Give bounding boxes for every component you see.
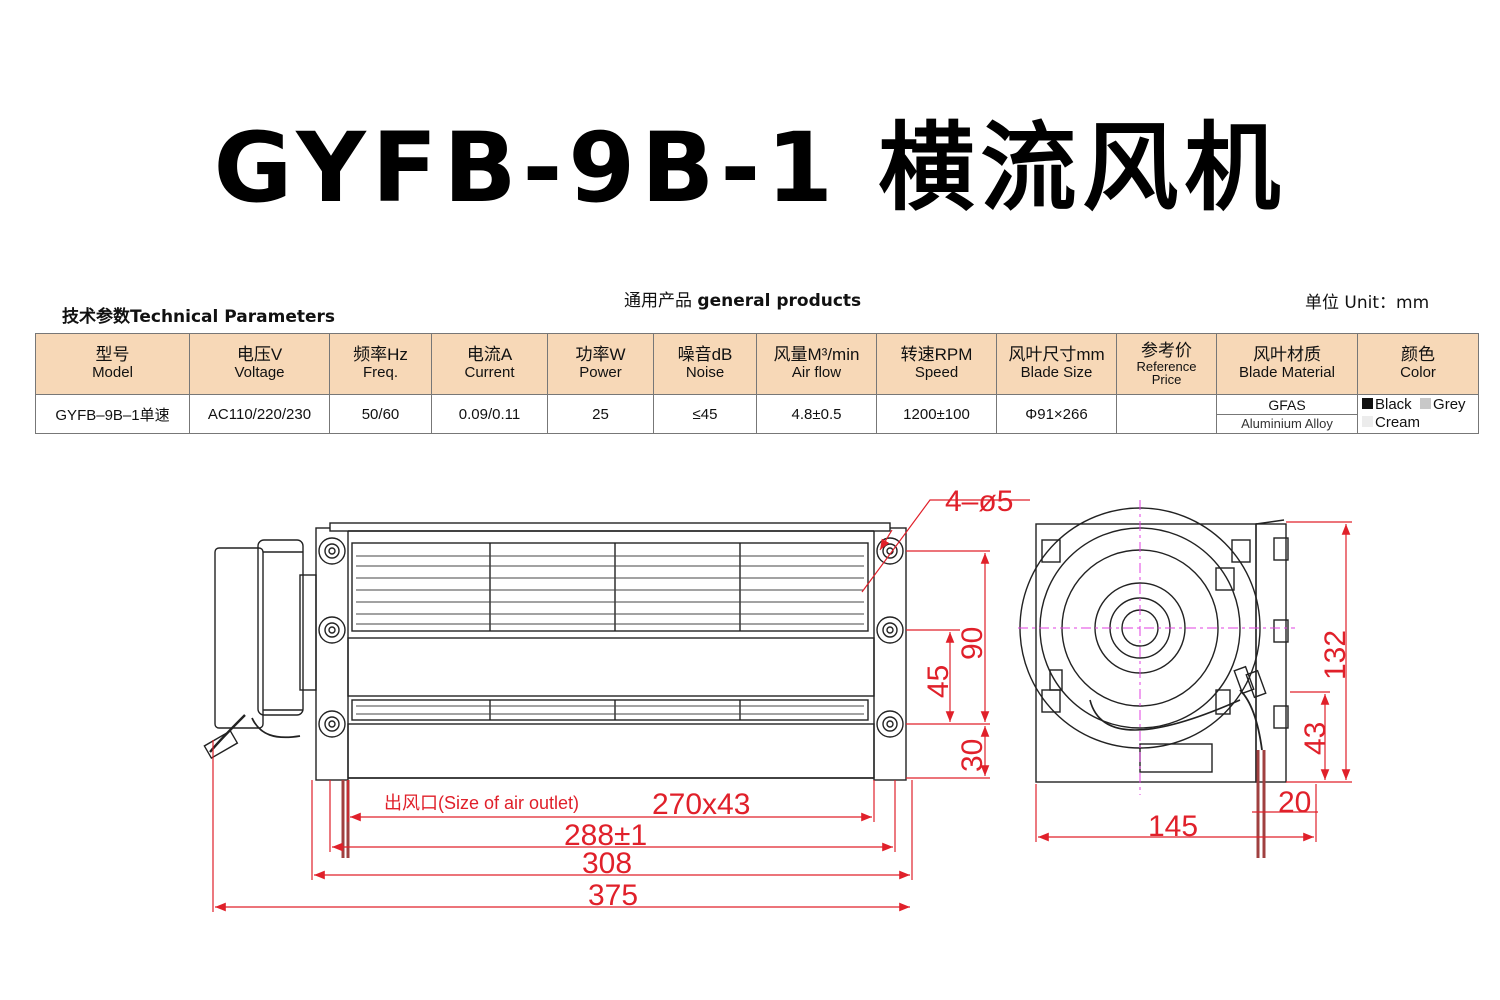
holes-label: 4–ø5 — [945, 485, 1013, 518]
dim-288-label: 288±1 — [564, 819, 647, 852]
page-title: GYFB-9B-1 横流风机 — [213, 112, 1287, 224]
cell-power: 25 — [547, 394, 654, 434]
mount-hole — [318, 537, 346, 565]
air-outlet-label: 出风口(Size of air outlet) — [384, 793, 579, 813]
dim-145-label: 145 — [1148, 810, 1198, 843]
mount-hole — [876, 616, 904, 644]
dim-308-label: 308 — [582, 847, 632, 880]
side-view — [1019, 507, 1289, 858]
dim-43-label: 43 — [1299, 722, 1332, 755]
color-grey: Grey — [1433, 396, 1466, 413]
front-view-grille-slats — [356, 555, 864, 715]
motor-box — [214, 547, 264, 729]
cell-current: 0.09/0.11 — [431, 394, 548, 434]
front-dimensions — [212, 499, 1030, 912]
dim-375-label: 375 — [588, 879, 638, 912]
right-side-plate — [873, 527, 907, 781]
material-gfas: GFAS — [1217, 396, 1357, 415]
table-row: GYFB–9B–1单速 AC110/220/230 50/60 0.09/0.1… — [35, 394, 1479, 434]
general-zh: 通用产品 — [624, 291, 692, 311]
cream-swatch — [1362, 416, 1373, 427]
cell-material: GFAS Aluminium Alloy — [1216, 394, 1358, 434]
mount-hole — [876, 710, 904, 738]
dim-132-label: 132 — [1319, 630, 1352, 680]
motor-cover — [257, 539, 304, 716]
technical-parameters-label: 技术参数Technical Parameters — [62, 307, 336, 327]
side-dimension-labels: 132 43 20 145 — [1148, 630, 1352, 843]
cell-noise: ≤45 — [653, 394, 757, 434]
black-swatch — [1362, 398, 1373, 409]
side-centerlines — [1018, 500, 1295, 795]
grey-swatch — [1420, 398, 1432, 409]
outlet-size-label: 270x43 — [652, 788, 750, 821]
cell-voltage: AC110/220/230 — [189, 394, 330, 434]
dim-20-label: 20 — [1278, 786, 1311, 819]
unit-label: 单位 Unit：mm — [1305, 293, 1430, 313]
side-plate — [1035, 523, 1257, 783]
cell-freq: 50/60 — [329, 394, 432, 434]
cell-color: Black Grey Cream — [1357, 394, 1479, 434]
front-dimension-labels: 4–ø5 出风口(Size of air outlet) 270x43 288±… — [384, 485, 1013, 912]
general-products-label: 通用产品 general products — [624, 286, 861, 311]
cell-price — [1116, 394, 1217, 434]
mount-hole — [318, 710, 346, 738]
side-dimensions — [1035, 521, 1352, 842]
cell-model: GYFB–9B–1单速 — [35, 394, 190, 434]
dim-45-label: 45 — [922, 665, 955, 698]
dim-30-label: 30 — [956, 739, 989, 772]
dim-90-label: 90 — [956, 627, 989, 660]
color-cream: Cream — [1375, 414, 1421, 431]
mount-hole — [318, 616, 346, 644]
cell-speed: 1200±100 — [876, 394, 997, 434]
cell-airflow: 4.8±0.5 — [756, 394, 877, 434]
left-side-plate — [315, 527, 349, 781]
general-en: general products — [697, 291, 862, 311]
holes-leader — [861, 499, 1030, 593]
color-black: Black — [1375, 396, 1412, 413]
material-aluminium: Aluminium Alloy — [1241, 415, 1333, 431]
